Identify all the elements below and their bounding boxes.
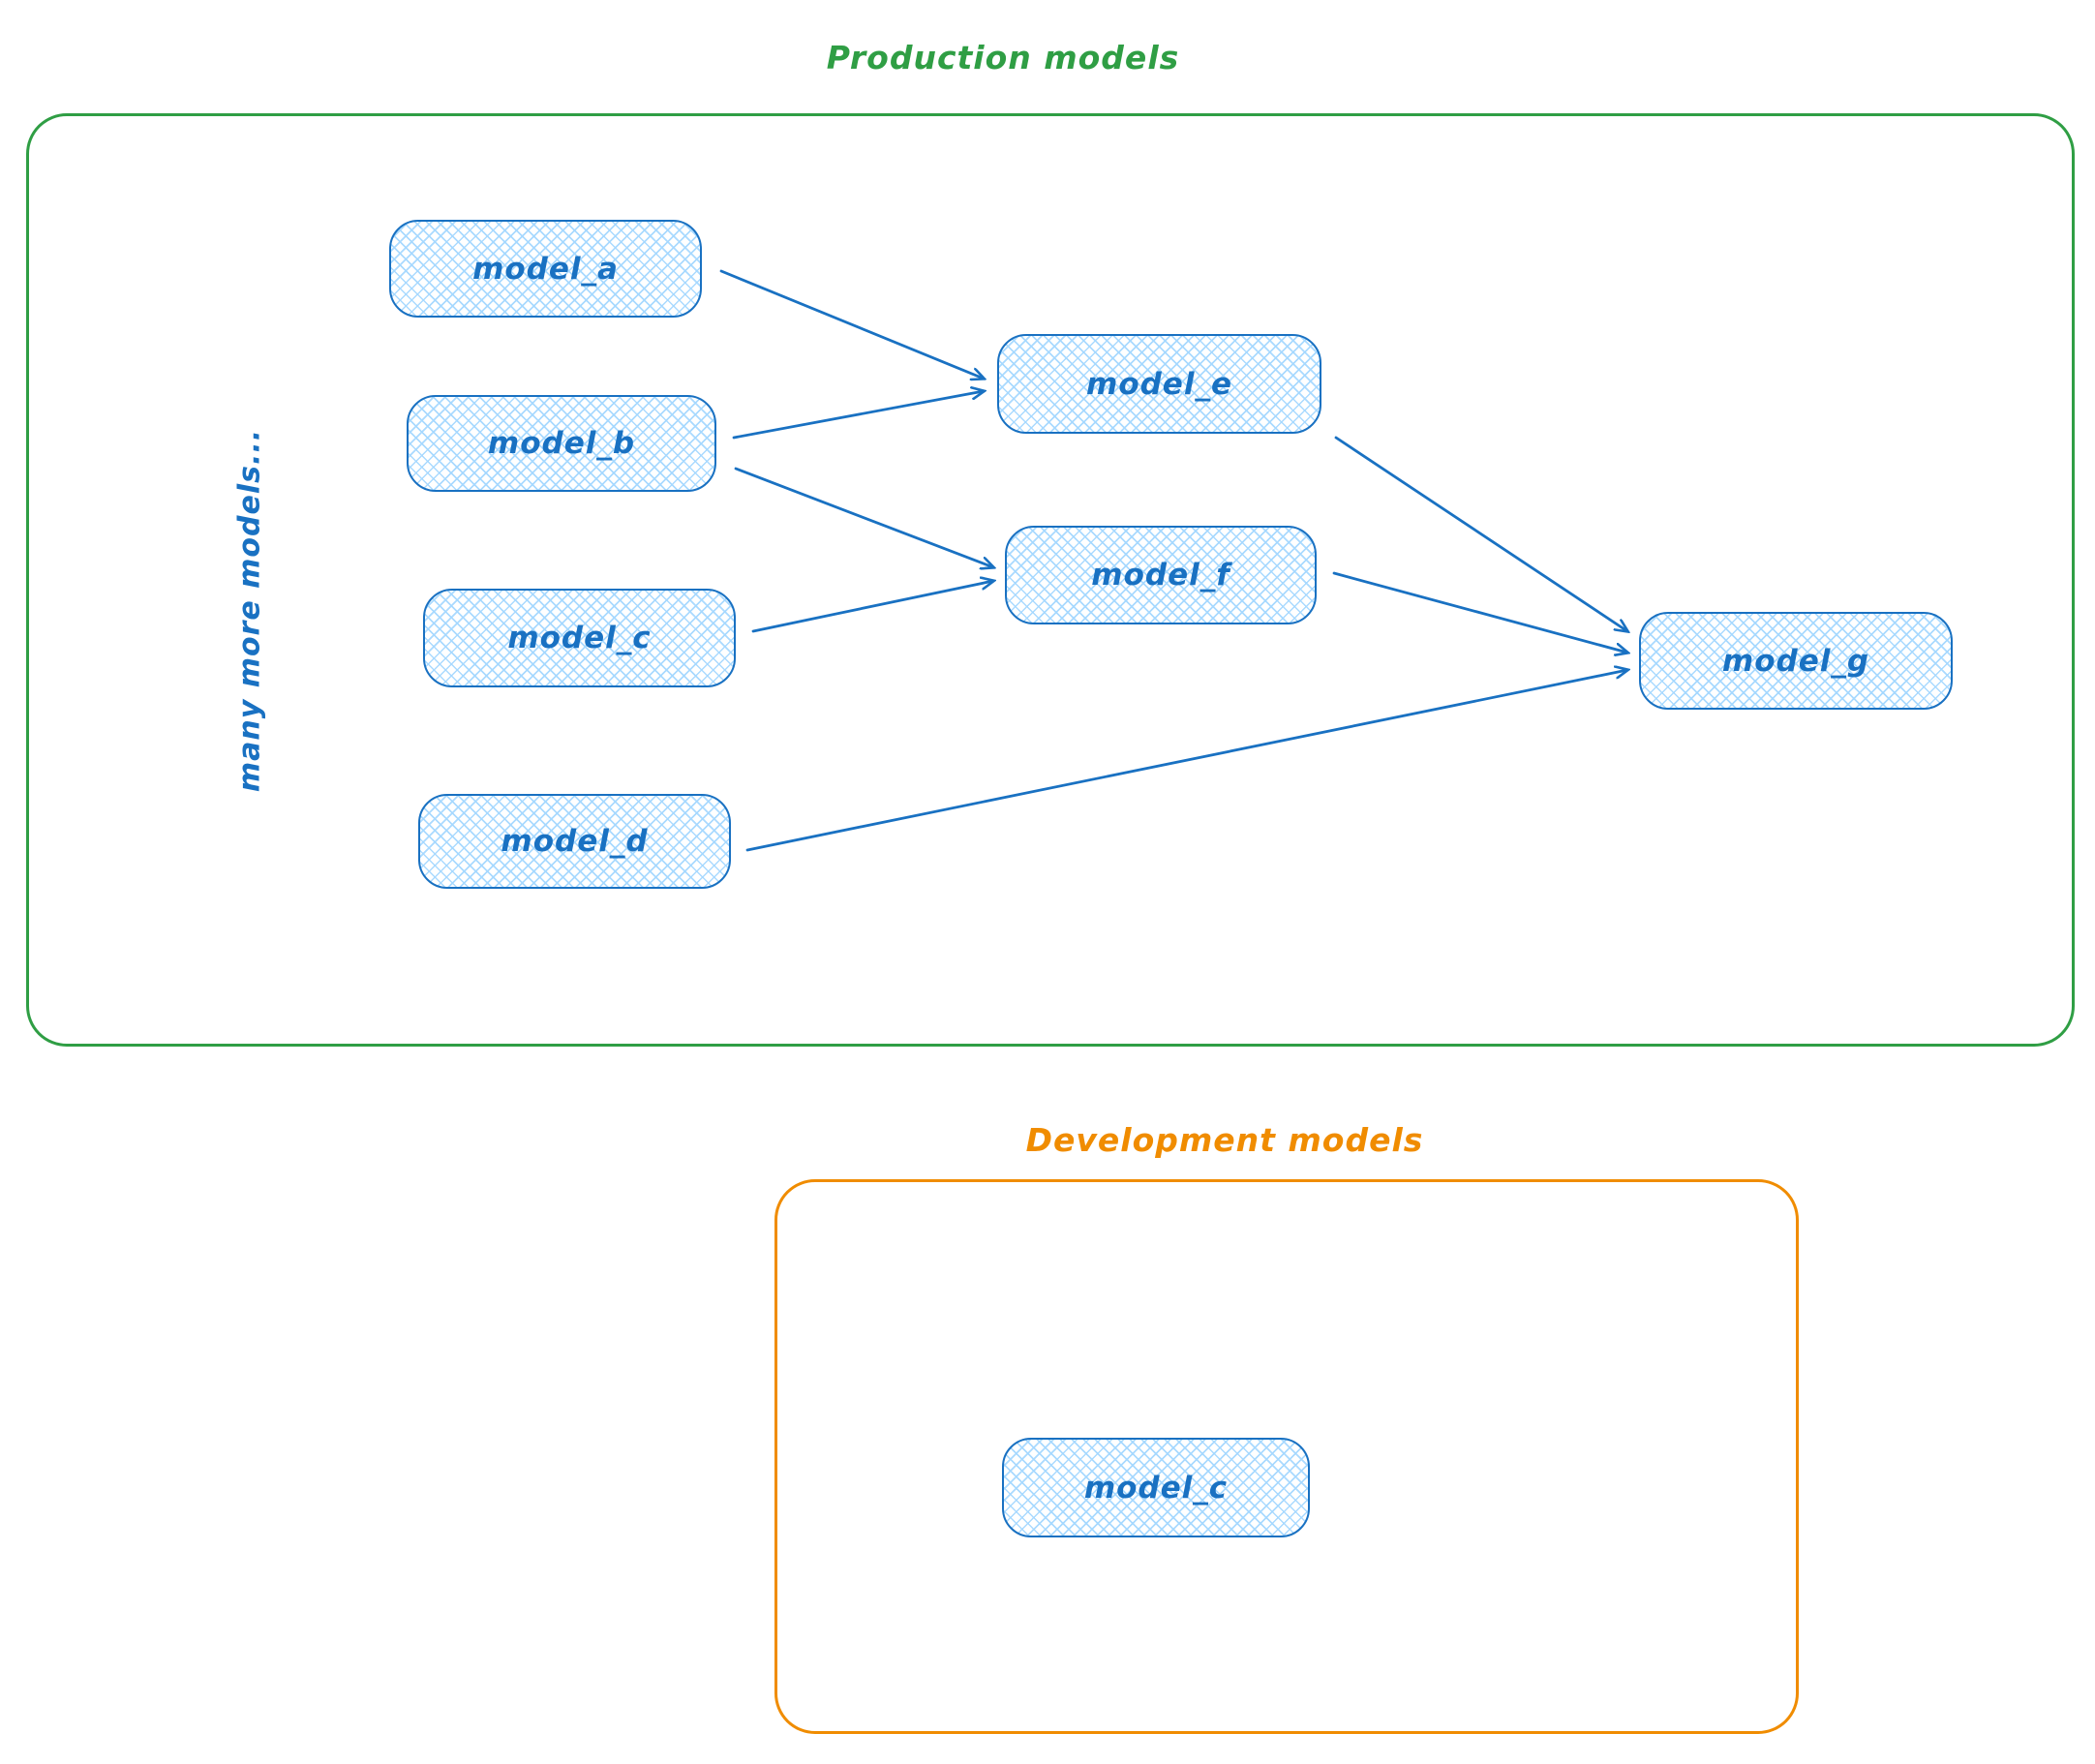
- node-model-e: model_e: [997, 334, 1321, 434]
- node-model-d-label: model_d: [501, 824, 649, 859]
- node-model-b-label: model_b: [487, 426, 636, 461]
- node-model-e-label: model_e: [1086, 366, 1232, 402]
- node-model-f-label: model_f: [1091, 558, 1230, 593]
- production-group-frame: [26, 113, 2075, 1047]
- node-model-c-label: model_c: [507, 621, 652, 655]
- node-model-b: model_b: [407, 395, 716, 492]
- node-model-g-label: model_g: [1721, 643, 1870, 679]
- node-model-c: model_c: [423, 589, 736, 687]
- node-model-a-label: model_a: [472, 251, 619, 287]
- node-model-a: model_a: [389, 220, 702, 318]
- node-model-c-dev-label: model_c: [1083, 1470, 1229, 1505]
- node-model-f: model_f: [1005, 526, 1317, 624]
- production-group-title: Production models: [826, 39, 1180, 76]
- development-group-title: Development models: [1025, 1121, 1424, 1159]
- node-model-g: model_g: [1639, 612, 1953, 710]
- node-model-c-dev: model_c: [1002, 1438, 1310, 1537]
- many-more-models-note: many more models...: [232, 428, 267, 793]
- development-group-frame: [774, 1179, 1799, 1734]
- node-model-d: model_d: [418, 794, 731, 889]
